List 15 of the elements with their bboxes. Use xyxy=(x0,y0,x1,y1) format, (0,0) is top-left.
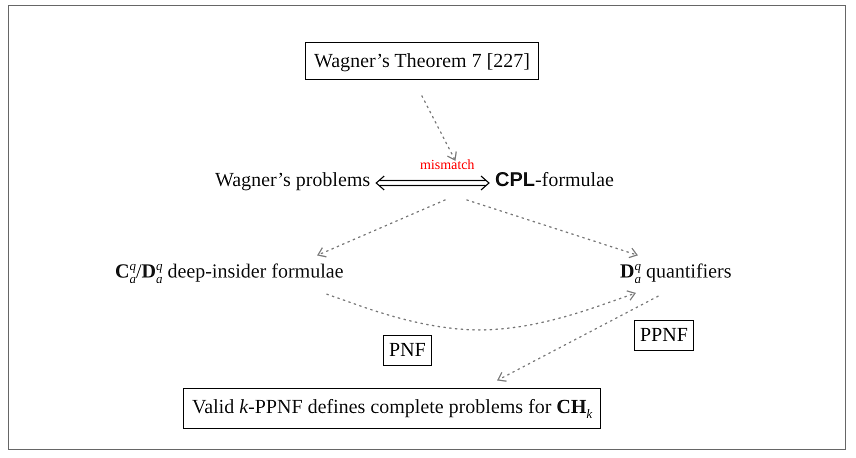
dotted-arrow xyxy=(317,199,446,258)
edge-label: PPNF xyxy=(634,320,694,351)
theorem-box: Wagner’s Theorem 7 [227] xyxy=(305,42,539,80)
dotted-arrow xyxy=(497,296,659,382)
double-arrow xyxy=(375,175,490,191)
node-text: Wagner’s problems xyxy=(215,168,370,192)
dotted-arrow xyxy=(326,290,636,331)
result-box: Valid k-PPNF defines complete problems for CH$_{k}$ xyxy=(183,388,602,429)
dotted-arrow xyxy=(421,95,457,161)
edge-label: PNF xyxy=(383,335,432,366)
node-text: D$^{q}$$_{a}$ quantifiers xyxy=(620,258,732,286)
node-text: CPL-formulae xyxy=(495,168,614,192)
node-text: C$^{q}$$_{a}$/D$^{q}$$_{a}$ deep-insider formulae xyxy=(115,258,344,286)
dotted-arrow xyxy=(466,199,638,258)
edge-label: mismatch xyxy=(420,158,474,174)
